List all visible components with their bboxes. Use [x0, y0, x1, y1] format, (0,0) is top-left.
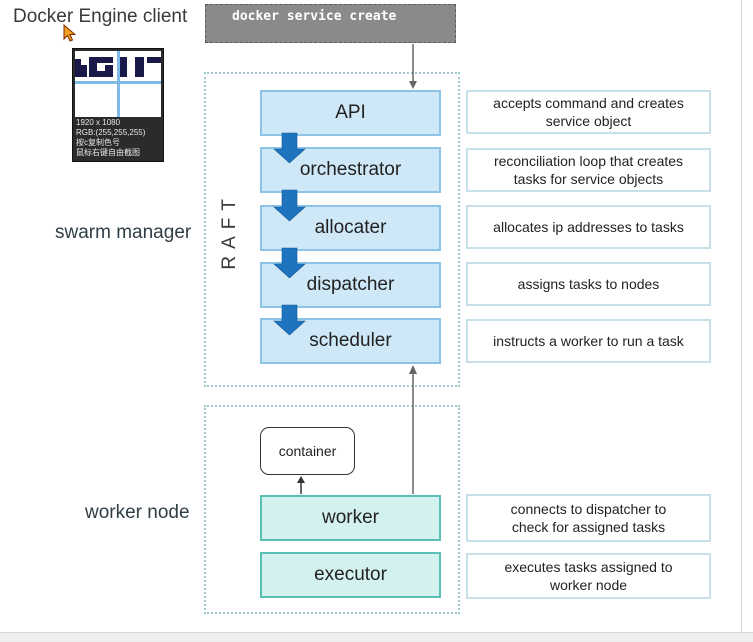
bottom-scroll-band: [0, 632, 753, 642]
description-api: accepts command and creates service obje…: [466, 90, 711, 134]
description-dispatcher: assigns tasks to nodes: [466, 262, 711, 306]
description-orchestrator: reconciliation loop that creates tasks f…: [466, 148, 711, 192]
worker-node-region: [204, 405, 460, 614]
picker-info: 1920 x 1080 RGB:(255,255,255) 按c复制色号 鼠标右…: [76, 118, 145, 158]
picker-screenshot-hint: 鼠标右键自由截图: [76, 148, 140, 157]
worker-to-scheduler-arrow: [409, 365, 417, 494]
command-box: docker service create: [205, 4, 456, 43]
swarm-manager-region: [204, 72, 460, 387]
magnifier-pixels: [75, 51, 161, 117]
description-executor: executes tasks assigned to worker node: [466, 553, 711, 599]
color-picker-tooltip: 1920 x 1080 RGB:(255,255,255) 按c复制色号 鼠标右…: [72, 48, 164, 162]
swarm-manager-label: swarm manager: [55, 222, 192, 243]
component-api: API: [260, 90, 441, 136]
flow-arrow-api-to-orchestrator: [273, 132, 306, 164]
magnifier-preview: [75, 51, 161, 117]
component-scheduler: scheduler: [260, 318, 441, 364]
window-right-border: [741, 0, 742, 632]
command-text: docker service create: [232, 9, 397, 24]
description-worker: connects to dispatcher to check for assi…: [466, 494, 711, 542]
container-box: container: [260, 427, 355, 475]
picker-resolution: 1920 x 1080: [76, 118, 121, 127]
mouse-cursor-icon: [63, 24, 76, 42]
worker-node-label: worker node: [85, 502, 190, 523]
docker-engine-client-label: Docker Engine client: [13, 6, 188, 27]
description-allocater: allocates ip addresses to tasks: [466, 205, 711, 249]
flow-arrow-dispatcher-to-scheduler: [273, 304, 306, 336]
component-worker: worker: [260, 495, 441, 541]
component-executor: executor: [260, 552, 441, 598]
picker-copy-hint: 按c复制色号: [76, 138, 120, 147]
picker-rgb: RGB:(255,255,255): [76, 128, 146, 137]
flow-arrow-allocater-to-dispatcher: [273, 247, 306, 279]
command-to-api-arrow: [409, 44, 417, 89]
description-scheduler: instructs a worker to run a task: [466, 319, 711, 363]
flow-arrow-orchestrator-to-allocater: [273, 189, 306, 222]
worker-to-container-arrow: [297, 476, 305, 494]
